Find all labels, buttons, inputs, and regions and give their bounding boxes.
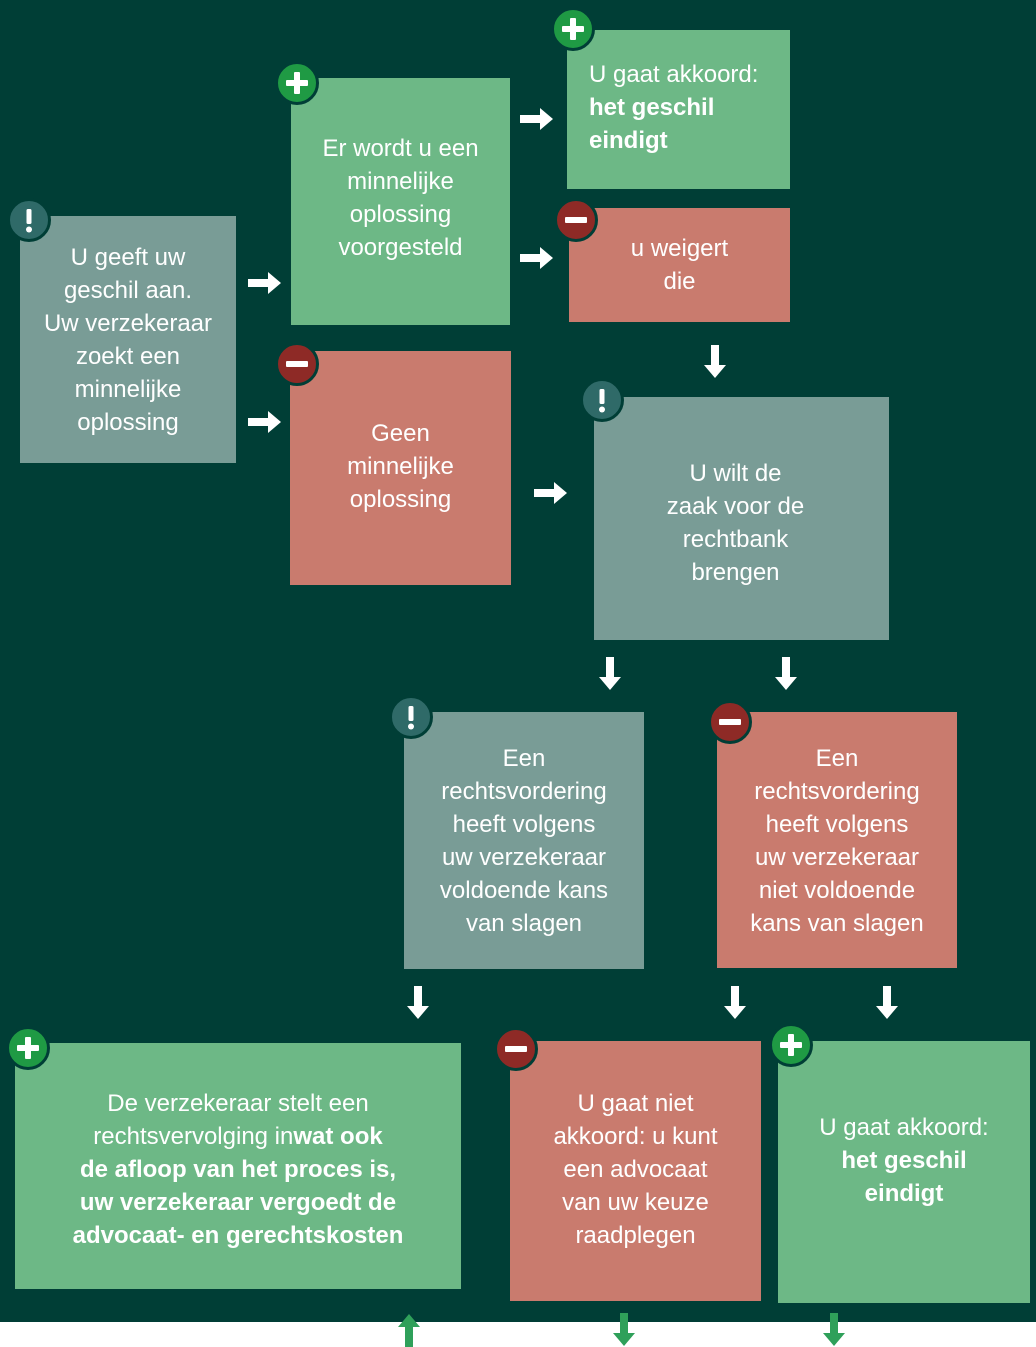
consult-lawyer-box: U gaat niet akkoord: u kunt een advocaat… [510,1041,761,1301]
plus-icon [769,1023,813,1067]
refuse-line-2: die [663,268,696,295]
arrow-up-icon [398,1313,420,1347]
arrow-down-icon [876,986,898,1020]
court-line-1: U wilt de [689,460,782,487]
insufficient-chance-box: Een rechtsvordering heeft volgens uw ver… [717,712,957,968]
start-dispute-box: U geeft uw geschil aan. Uw verzekeraar z… [20,216,236,463]
no-solution-line-3: oplossing [349,486,452,513]
exclamation-icon [7,198,51,242]
agree-top-bold-1: het geschil [589,94,715,121]
insurer-pays-bold-5: advocaat- en gerechtskosten [72,1222,404,1249]
arrow-down-icon [613,1313,635,1347]
court-box: U wilt de zaak voor de rechtbank brengen [594,397,889,640]
insufficient-line-3: heeft volgens [765,811,909,838]
proposed-line-1: Er wordt u een [322,135,479,162]
plus-icon [551,7,595,51]
court-line-2: zaak voor de [666,493,805,520]
solution-proposed-box: Er wordt u een minnelijke oplossing voor… [291,78,510,325]
insufficient-line-2: rechtsvordering [754,778,920,805]
arrow-down-icon [599,657,621,691]
insurer-pays-box: De verzekeraar stelt een rechtsvervolgin… [15,1043,461,1289]
minus-icon [275,342,319,386]
start-line-4: zoekt een [75,342,181,370]
sufficient-line-6: van slagen [465,910,583,937]
agree-bottom-bold-1: het geschil [841,1147,967,1174]
agree-top-bold-2: eindigt [589,127,668,154]
no-solution-box: Geen minnelijke oplossing [290,351,511,585]
minus-icon [708,700,752,744]
refuse-line-1: u weigert [630,235,729,262]
insufficient-line-5: niet voldoende [758,877,916,904]
insurer-pays-line-2-bold: wat ook [293,1123,383,1150]
arrow-right-icon [520,247,554,269]
lawyer-line-3: een advocaat [563,1156,708,1183]
lawyer-line-4: van uw keuze [562,1189,709,1216]
start-line-5: minnelijke [74,375,182,403]
exclamation-icon [580,378,624,422]
insufficient-line-1: Een [815,745,859,772]
proposed-line-4: voorgesteld [338,234,463,261]
lawyer-line-2: akkoord: u kunt [553,1123,718,1150]
start-line-2: geschil aan. [63,276,193,304]
refuse-box: u weigert die [569,208,790,322]
arrow-down-icon [823,1313,845,1347]
insufficient-line-4: uw verzekeraar [754,844,920,871]
agree-dispute-ends-top-box: U gaat akkoord: het geschil eindigt [567,30,790,189]
court-line-3: rechtbank [682,526,789,553]
plus-icon [6,1026,50,1070]
minus-icon [494,1027,538,1071]
agree-bottom-line-1: U gaat akkoord: [819,1114,989,1141]
proposed-line-3: oplossing [349,201,452,228]
agree-bottom-bold-2: eindigt [864,1180,944,1207]
arrow-right-icon [248,272,282,294]
start-line-1: U geeft uw [70,243,186,271]
sufficient-chance-box: Een rechtsvordering heeft volgens uw ver… [404,712,644,969]
arrow-down-icon [704,345,726,379]
arrow-right-icon [534,482,568,504]
arrow-down-icon [407,986,429,1020]
insurer-pays-line-1: De verzekeraar stelt een [107,1090,369,1117]
exclamation-icon [389,695,433,739]
arrow-down-icon [775,657,797,691]
arrow-down-icon [724,986,746,1020]
plus-icon [275,61,319,105]
agree-top-line-1: U gaat akkoord: [589,61,759,88]
lawyer-line-1: U gaat niet [577,1090,694,1117]
start-line-3: Uw verzekeraar [43,309,213,337]
arrow-right-icon [520,108,554,130]
no-solution-line-1: Geen [371,420,430,447]
start-line-6: oplossing [77,408,179,436]
sufficient-line-5: voldoende kans [439,877,609,904]
insufficient-line-6: kans van slagen [750,910,924,937]
proposed-line-2: minnelijke [347,168,454,195]
no-solution-line-2: minnelijke [347,453,454,480]
agree-dispute-ends-bottom-box: U gaat akkoord: het geschil eindigt [778,1041,1030,1303]
arrow-right-icon [248,411,282,433]
insurer-pays-line-2: rechtsvervolging inwat ook [73,1120,404,1153]
sufficient-line-1: Een [502,745,546,772]
insurer-pays-bold-3: de afloop van het proces is, [79,1156,397,1183]
insurer-pays-bold-4: uw verzekeraar vergoedt de [79,1189,397,1216]
minus-icon [554,198,598,242]
sufficient-line-3: heeft volgens [452,811,596,838]
sufficient-line-2: rechtsvordering [441,778,607,805]
court-line-4: brengen [691,559,780,586]
sufficient-line-4: uw verzekeraar [441,844,607,871]
insurer-pays-line-2-normal: rechtsvervolging in [93,1123,294,1150]
lawyer-line-5: raadplegen [575,1222,696,1249]
